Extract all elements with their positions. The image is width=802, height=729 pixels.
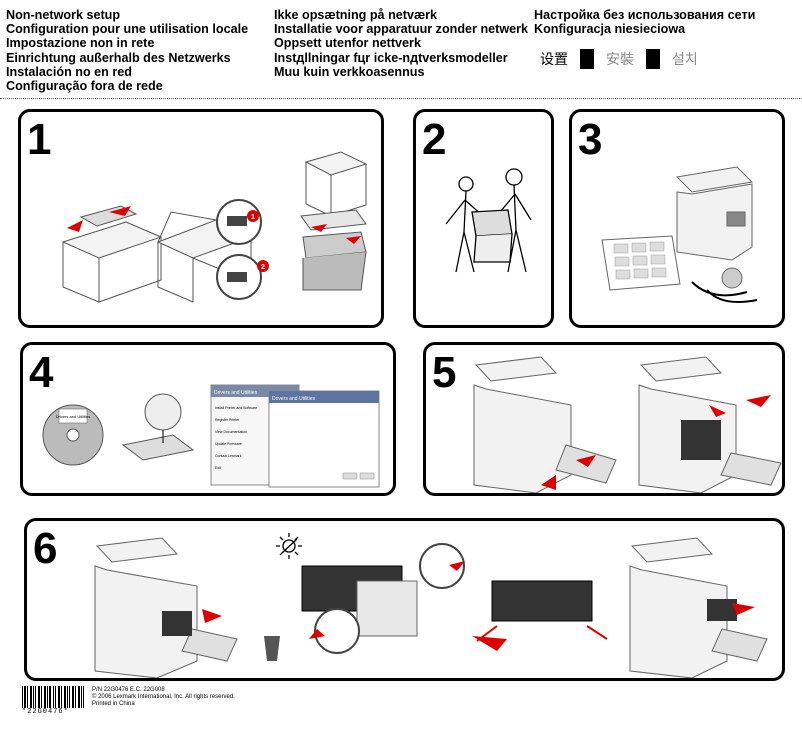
heading-ko: 설치 (672, 51, 698, 67)
heading-es: Instalación no en red (6, 64, 132, 79)
barcode (22, 686, 84, 708)
heading-fi: Muu kuin verkkoasennus (274, 64, 425, 79)
heading-pt: Configuração fora de rede (6, 79, 163, 94)
divider (646, 49, 660, 69)
contents-illustration (601, 166, 758, 303)
menu-item[interactable]: Register Printer (215, 418, 240, 422)
menu-item[interactable]: View Documentation (215, 430, 247, 434)
cd-label: Drivers and Utilities (56, 414, 90, 419)
heading-pl: Konfiguracja niesieciowa (534, 22, 686, 37)
sun-icon (276, 533, 302, 559)
step-3-panel: 3 (569, 109, 785, 328)
menu-item[interactable]: Install Printer and Software (215, 406, 257, 410)
copyright: © 2006 Lexmark International, Inc. All r… (92, 694, 235, 700)
step-4-panel: 4 Drivers and Utilities Drivers and Util… (20, 342, 396, 496)
heading-nl: Installatie voor apparatuur zonder netwe… (274, 22, 529, 37)
heading-da: Ikke opsætning på netværk (274, 8, 438, 22)
part-number: P/N 22G0476 E.C. 22G008 (92, 687, 165, 693)
badge-1: 1 (251, 214, 255, 221)
heading-fr: Configuration pour une utilisation local… (6, 22, 249, 37)
software-install-illustration: Drivers and Utilities Drivers and Utilit… (42, 384, 380, 488)
open-front-door-illustration (473, 356, 782, 493)
step-6-panel: 6 (24, 518, 785, 681)
heading-group-eastern: Настройка без использования сети Konfigu… (534, 8, 799, 36)
two-people-lifting-illustration (445, 168, 532, 273)
window-1-title: Drivers and Utilities (214, 390, 258, 396)
heading-ru: Настройка без использования сети (534, 8, 756, 22)
barcode-number: *22G0476* (22, 708, 69, 716)
step-number: 4 (29, 348, 54, 397)
badge-2: 2 (261, 264, 265, 271)
step-2-panel: 2 (413, 109, 554, 328)
step-number: 1 (27, 115, 52, 164)
install-toner-illustration (94, 533, 768, 678)
step-number: 5 (432, 348, 457, 397)
heading-sv: Instдllningar fцr icke-nдtverksmodeller (274, 50, 508, 65)
step-1-panel: 1 1 2 (18, 109, 384, 328)
menu-item[interactable]: Update Firmware (215, 442, 242, 446)
heading-de: Einrichtung außerhalb des Netzwerks (6, 50, 231, 65)
printed-in: Printed in China (92, 701, 135, 707)
divider (580, 49, 594, 69)
step-number: 3 (578, 115, 603, 164)
step-number: 2 (422, 115, 447, 164)
unpack-illustration: 1 2 (61, 151, 368, 303)
heading-zh-tw: 安裝 (606, 51, 634, 67)
heading-zh-cn: 设置 (540, 51, 568, 67)
window-2-title: Drivers and Utilities (272, 396, 316, 402)
menu-item[interactable]: Exit (215, 466, 221, 470)
heading-group-nordic: Ikke opsætning på netværk Installatie vo… (274, 8, 529, 79)
header-rule (0, 98, 802, 99)
menu-item[interactable]: Contact Lexmark (215, 454, 242, 458)
step-5-panel: 5 (423, 342, 785, 496)
heading-no: Oppsett utenfor nettverk (274, 36, 421, 51)
footer-info: P/N 22G0476 E.C. 22G008 © 2006 Lexmark I… (92, 687, 235, 708)
heading-cjk: 设置 安裝 설치 (534, 49, 704, 69)
step-number: 6 (33, 524, 58, 573)
heading-it: Impostazione non in rete (6, 36, 155, 51)
heading-group-western: Non-network setup Configuration pour une… (6, 8, 271, 93)
heading-en: Non-network setup (6, 8, 121, 22)
